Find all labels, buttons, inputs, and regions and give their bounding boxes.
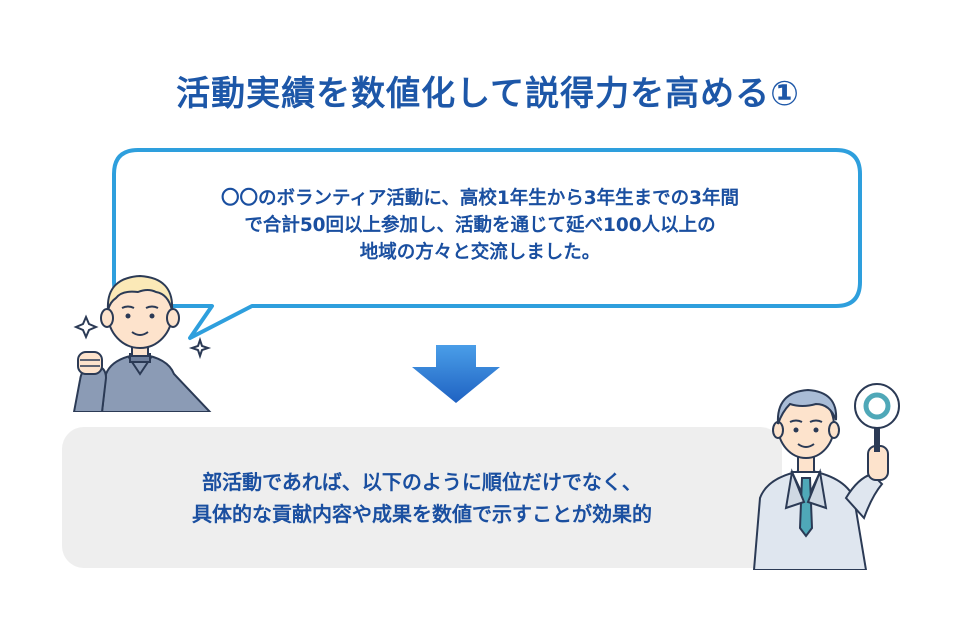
speech-line-2: で合計50回以上参加し、活動を通じて延べ100人以上の: [244, 215, 716, 236]
speech-bubble-text: 〇〇のボランティア活動に、高校1年生から3年生までの3年間 で合計50回以上参加…: [120, 185, 840, 266]
teacher-illustration-icon: [752, 383, 900, 570]
student-illustration-icon: [72, 274, 212, 412]
advice-line-2: 具体的な貢献内容や成果を数値で示すことが効果的: [192, 502, 652, 526]
speech-line-1: 〇〇のボランティア活動に、高校1年生から3年生までの3年間: [221, 188, 739, 209]
advice-box: [62, 427, 782, 568]
advice-text: 部活動であれば、以下のように順位だけでなく、 具体的な貢献内容や成果を数値で示す…: [62, 466, 782, 530]
speech-line-3: 地域の方々と交流しました。: [359, 242, 601, 263]
page-title: 活動実績を数値化して説得力を高める①: [176, 74, 800, 114]
down-arrow-icon: [412, 345, 500, 403]
advice-line-1: 部活動であれば、以下のように順位だけでなく、: [202, 470, 642, 494]
